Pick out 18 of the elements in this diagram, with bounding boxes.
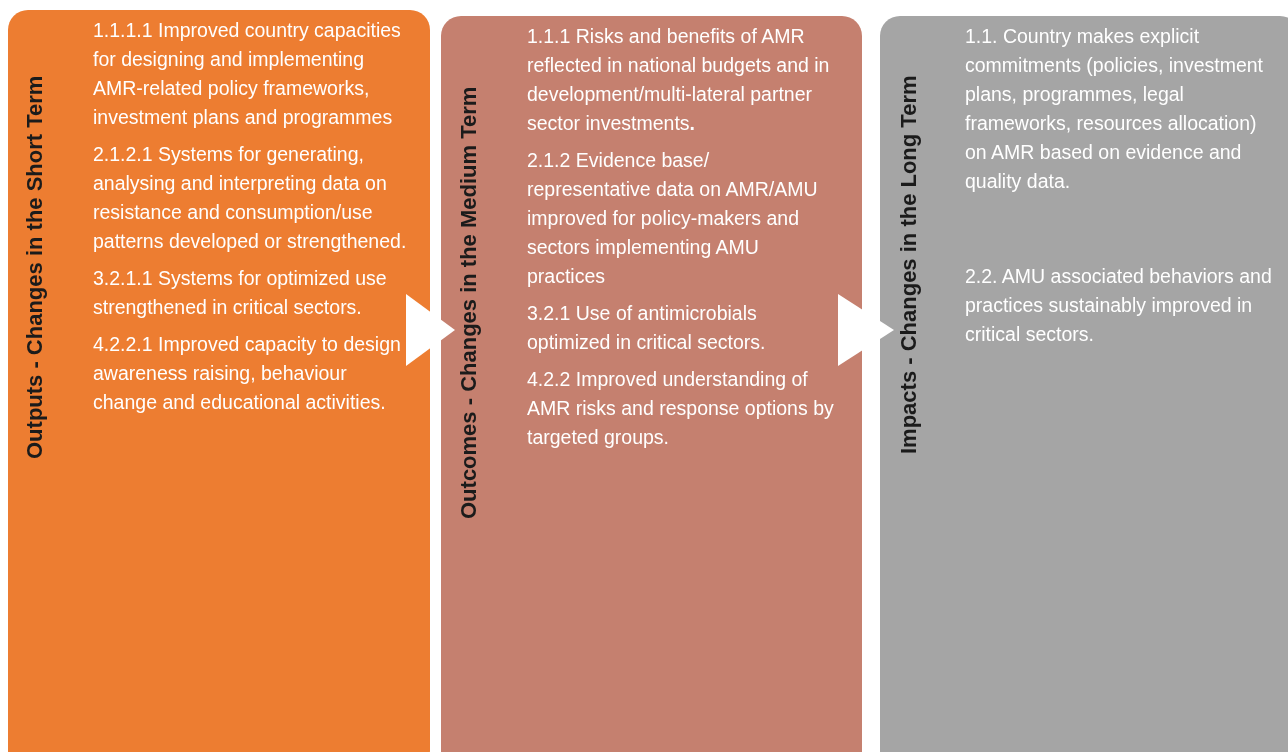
chevron-arrow bbox=[406, 294, 455, 366]
result-statement: 4.2.2.1 Improved capacity to design awareness raising, behaviour change and educational activities. bbox=[93, 332, 402, 415]
result-statement: 2.1.2 Evidence base/ representative data on AMR/AMU improved for policy-makers and sectors implementing AMU practices bbox=[527, 148, 819, 289]
stage-heading: Outcomes - Changes in the Medium Term bbox=[456, 85, 482, 521]
result-statement: 1.1. Country makes explicit commitments (policies, investment plans, programmes, legal frameworks, resources allocation) on AMR based on evidence and quality data. bbox=[965, 24, 1264, 194]
result-statement: 4.2.2 Improved understanding of AMR risks and response options by targeted groups. bbox=[527, 367, 835, 450]
result-statement: 3.2.1.1 Systems for optimized use strengthened in critical sectors. bbox=[93, 266, 388, 320]
result-statement: 2.1.2.1 Systems for generating, analysing and interpreting data on resistance and consumption/use patterns developed or strengthened. bbox=[93, 142, 408, 254]
result-statement: 1.1.1 Risks and benefits of AMR reflected in national budgets and in development/multi-lateral partner sector investments. bbox=[527, 24, 831, 136]
chevron-arrow bbox=[838, 294, 894, 366]
stage-panel bbox=[880, 16, 1288, 752]
stage-panel bbox=[441, 16, 862, 752]
stage-heading: Impacts - Changes in the Long Term bbox=[896, 74, 922, 457]
result-statement: 2.2. AMU associated behaviors and practices sustainably improved in critical sectors. bbox=[965, 264, 1273, 347]
result-statement: 1.1.1.1 Improved country capacities for designing and implementing AMR-related policy frameworks, investment plans and programmes bbox=[93, 18, 402, 130]
stage-heading: Outputs - Changes in the Short Term bbox=[22, 74, 48, 462]
stage-panel bbox=[8, 10, 430, 752]
result-statement: 3.2.1 Use of antimicrobials optimized in critical sectors. bbox=[527, 301, 767, 355]
